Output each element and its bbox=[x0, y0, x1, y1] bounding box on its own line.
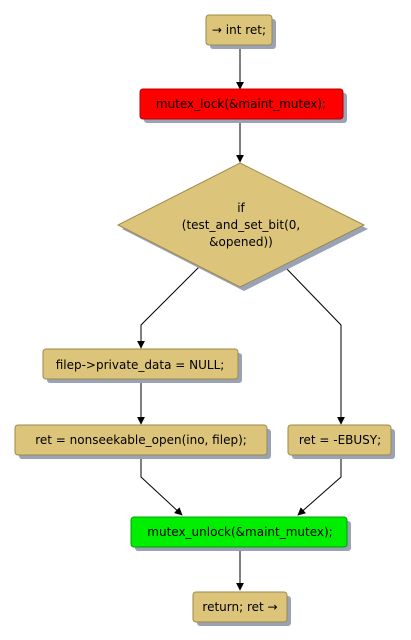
decision-line-1: if bbox=[237, 201, 245, 215]
decision-line-2: (test_and_set_bit(0, bbox=[182, 218, 300, 232]
start-node: → int ret; bbox=[205, 14, 276, 49]
ebusy-node: ret = -EBUSY; bbox=[287, 424, 395, 459]
edges bbox=[137, 46, 345, 591]
mutex-unlock-node: mutex_unlock(&maint_mutex); bbox=[130, 516, 351, 551]
edge-ebusy-to-unlock bbox=[297, 455, 342, 516]
start-label: → int ret; bbox=[212, 23, 266, 37]
edge-decision-to-ebusy bbox=[284, 266, 345, 425]
ebusy-label: ret = -EBUSY; bbox=[299, 433, 381, 447]
return-label: return; ret → bbox=[202, 600, 277, 614]
mutex-unlock-label: mutex_unlock(&maint_mutex); bbox=[147, 525, 332, 539]
mutex-lock-label: mutex_lock(&maint_mutex); bbox=[156, 97, 326, 111]
mutex-lock-node: mutex_lock(&maint_mutex); bbox=[139, 88, 347, 123]
edge-decision-to-private-data bbox=[137, 266, 200, 349]
private-data-label: filep->private_data = NULL; bbox=[56, 358, 225, 372]
return-node: return; ret → bbox=[192, 591, 291, 626]
nonseekable-node: ret = nonseekable_open(ino, filep); bbox=[14, 424, 271, 459]
decision-node: if (test_and_set_bit(0, &opened)) bbox=[116, 162, 368, 291]
private-data-node: filep->private_data = NULL; bbox=[42, 348, 242, 383]
decision-line-3: &opened)) bbox=[209, 235, 273, 249]
edge-nonseekable-to-unlock bbox=[140, 455, 183, 516]
nonseekable-label: ret = nonseekable_open(ino, filep); bbox=[35, 433, 247, 447]
